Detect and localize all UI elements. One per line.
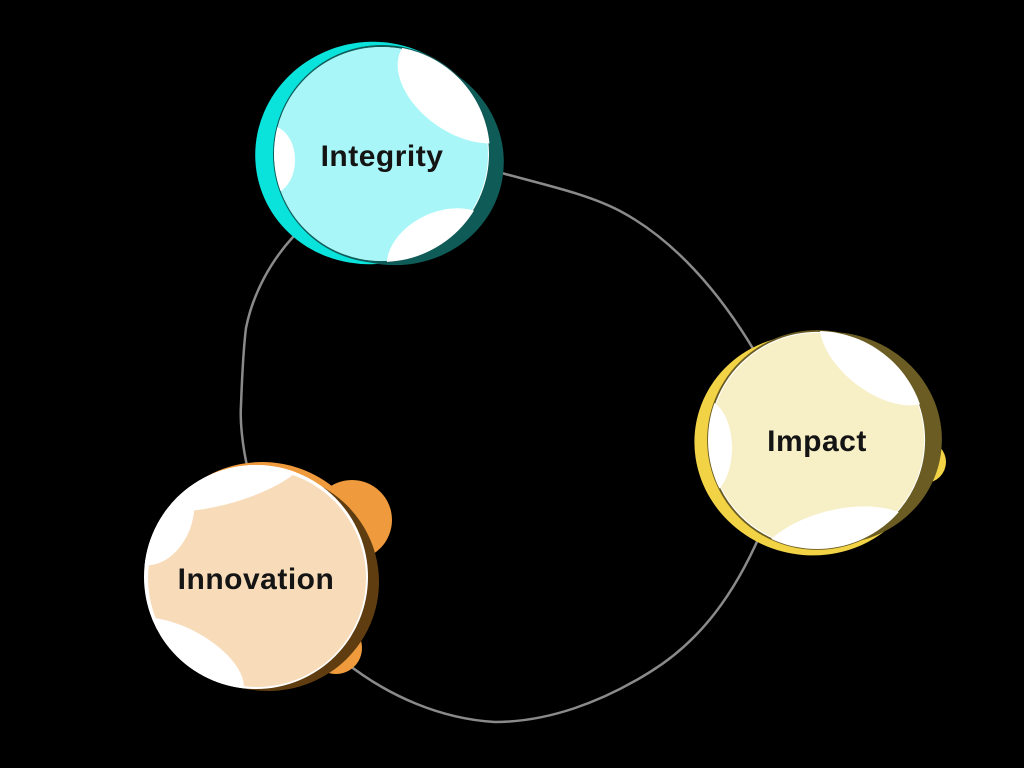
integrity-notch-left — [274, 126, 295, 194]
impact-notch-left — [708, 400, 732, 496]
node-innovation: Innovation — [144, 462, 392, 691]
node-impact: Impact — [694, 330, 946, 556]
integrity-label: Integrity — [321, 140, 444, 173]
impact-label: Impact — [767, 425, 867, 458]
innovation-label: Innovation — [178, 563, 335, 596]
integrity-notch-top-right — [397, 46, 490, 144]
node-integrity: Integrity — [255, 41, 504, 266]
connector-ring — [239, 170, 786, 724]
innovation-fill-blob — [148, 469, 366, 687]
